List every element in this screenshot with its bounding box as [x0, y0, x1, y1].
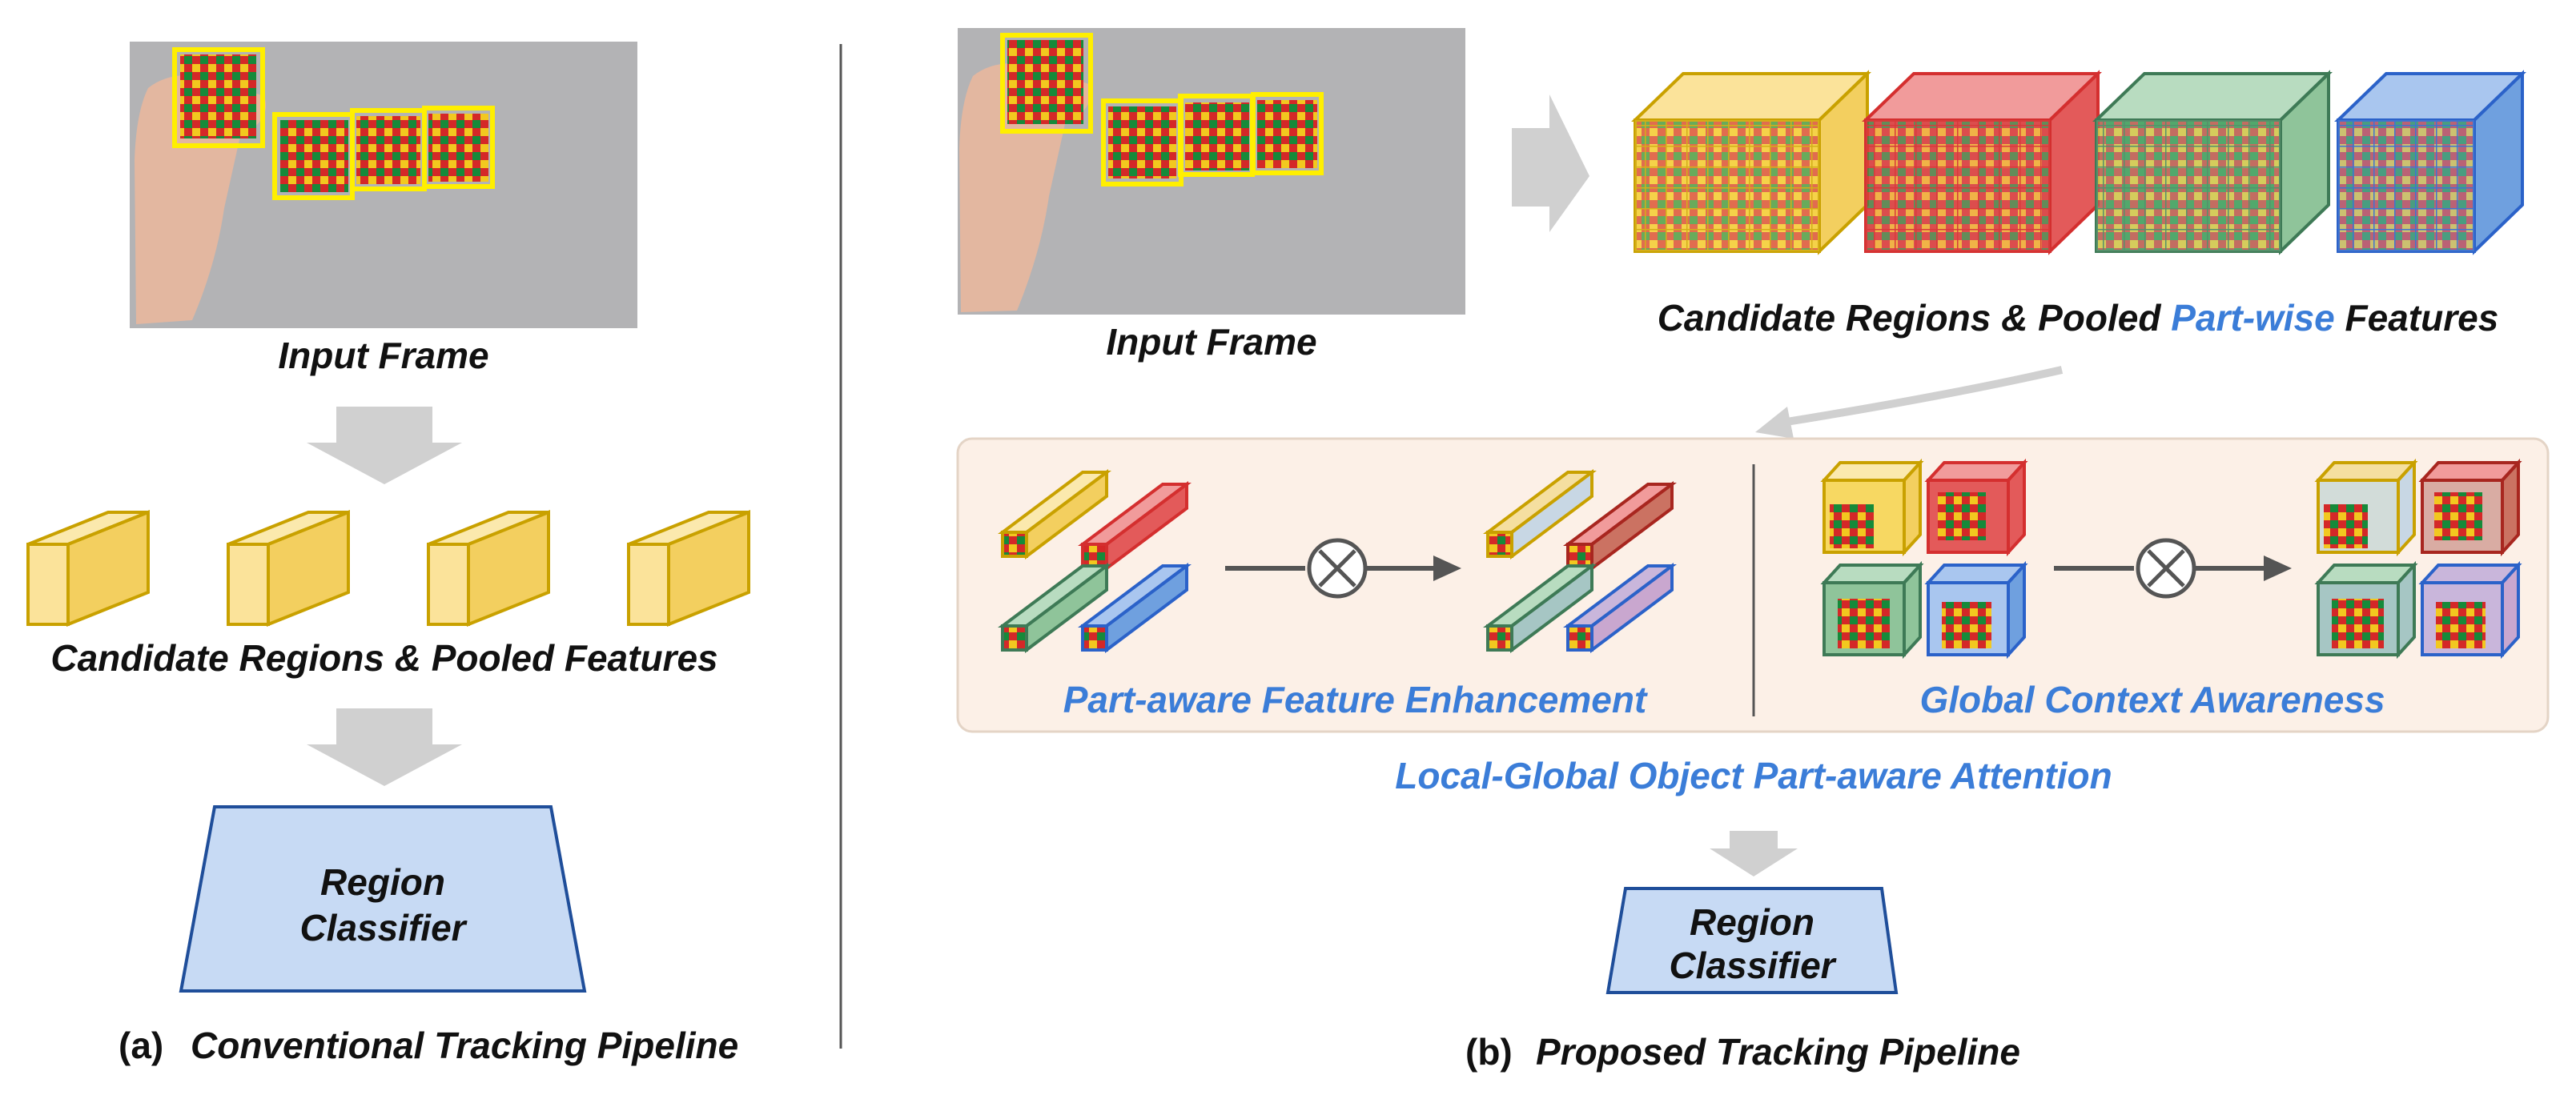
- right-panel: Input Frame: [956, 28, 2550, 1073]
- arrow-icon: [1755, 407, 1794, 439]
- right-input-frame-image: [958, 28, 1465, 315]
- left-region-classifier: [179, 805, 587, 993]
- local-part-prisms-input: [998, 469, 1192, 653]
- arrow-icon: [1512, 94, 1589, 232]
- global-context-cubes-input: [1820, 458, 2028, 660]
- multiply-icon: [1318, 549, 1356, 588]
- partwise-feature-cube-green: [2092, 70, 2333, 255]
- multiply-icon: [2147, 549, 2185, 588]
- right-classifier-line1: Region: [1690, 901, 1814, 943]
- arrow-icon: [307, 407, 462, 484]
- right-panel-tag: (b): [1465, 1031, 1513, 1073]
- global-caption: Global Context Awareness: [1919, 679, 2385, 720]
- pooled-feature-prism: [427, 510, 550, 627]
- local-caption: Part-aware Feature Enhancement: [1063, 679, 1648, 720]
- left-classifier-line1: Region: [320, 861, 445, 903]
- pooled-feature-prism: [227, 510, 350, 627]
- partwise-feature-cube-yellow: [1631, 70, 1871, 255]
- left-input-frame-image: [130, 42, 637, 328]
- right-features-caption: Candidate Regions & Pooled Part-wise Fea…: [1658, 297, 2499, 339]
- right-region-classifier: [1605, 887, 1899, 994]
- left-panel-tag: (a): [119, 1025, 163, 1066]
- left-classifier-line2: Classifier: [299, 907, 467, 949]
- local-part-prisms-output: [1483, 469, 1677, 653]
- left-features-caption: Candidate Regions & Pooled Features: [50, 637, 717, 679]
- arrow-icon: [2264, 556, 2292, 581]
- left-panel: Input Frame Candidate Regions & Pooled F…: [26, 42, 750, 1066]
- pooled-feature-prism: [627, 510, 750, 627]
- partwise-feature-cube-blue: [2334, 70, 2526, 255]
- arrow-icon: [307, 708, 462, 786]
- right-input-caption: Input Frame: [1106, 321, 1316, 363]
- partwise-feature-cube-red: [1862, 70, 2102, 255]
- pooled-feature-prism: [26, 510, 150, 627]
- attention-caption: Local-Global Object Part-aware Attention: [1395, 755, 2112, 796]
- right-classifier-line2: Classifier: [1669, 945, 1836, 986]
- arrow-icon: [1710, 831, 1798, 876]
- left-panel-title: Conventional Tracking Pipeline: [191, 1025, 738, 1066]
- right-panel-title: Proposed Tracking Pipeline: [1536, 1031, 2020, 1073]
- left-input-caption: Input Frame: [278, 335, 488, 376]
- arrow-icon: [1781, 366, 2064, 427]
- arrow-icon: [1433, 556, 1461, 581]
- global-context-cubes-output: [2314, 458, 2522, 660]
